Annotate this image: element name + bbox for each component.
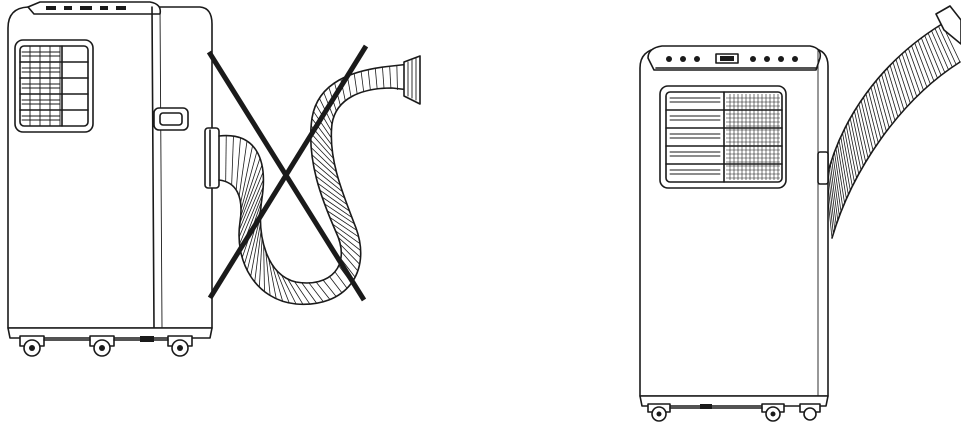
air-conditioner-unit-right bbox=[640, 46, 828, 421]
control-panel-right bbox=[648, 46, 820, 70]
cross-mark-icon bbox=[209, 46, 366, 300]
hose-connector-left bbox=[205, 128, 219, 188]
exhaust-hose-looped bbox=[219, 56, 420, 304]
exhaust-hose-straight bbox=[826, 6, 961, 238]
panel-correct-hose bbox=[640, 6, 961, 421]
panel-incorrect-hose bbox=[8, 2, 420, 356]
air-conditioner-unit-left bbox=[8, 2, 219, 356]
caster-wheels-left bbox=[20, 336, 192, 356]
front-vent-right bbox=[660, 86, 786, 188]
front-vent-left bbox=[15, 40, 93, 132]
hose-connector-right bbox=[818, 152, 828, 184]
side-handle-left bbox=[154, 108, 188, 130]
